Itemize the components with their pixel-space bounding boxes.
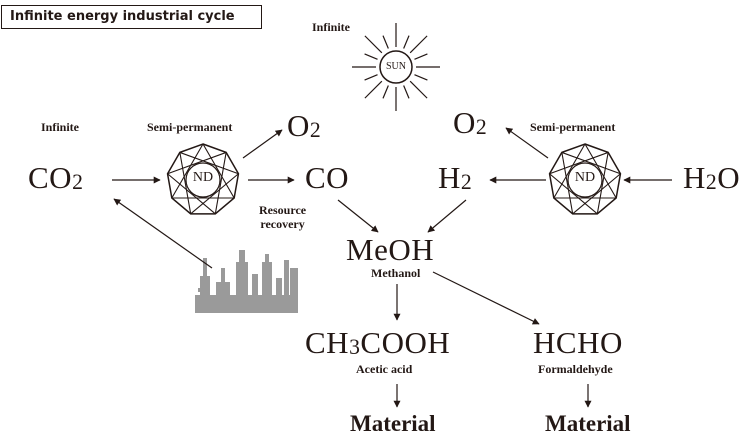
- nd-chord: [214, 152, 227, 214]
- material-right: Material: [545, 411, 631, 436]
- label-acetic-acid: Acetic acid: [356, 362, 413, 376]
- sun-ray: [364, 35, 383, 54]
- nd-catalyst-icon-left: [166, 143, 240, 215]
- label-formaldehyde: Formaldehyde: [538, 362, 613, 376]
- sun-ray: [382, 85, 389, 99]
- sun-ray: [409, 80, 428, 99]
- nd-chord: [584, 143, 617, 199]
- nd-center: [567, 162, 603, 198]
- compound-hcho: HCHO: [533, 325, 623, 360]
- nd-chord: [190, 173, 239, 215]
- label-methanol: Methanol: [371, 266, 421, 280]
- arrow-co-to-meoh: [337, 199, 379, 233]
- compound-meoh: MeOH: [346, 232, 435, 267]
- nd-chord: [202, 143, 235, 199]
- sun-ray: [403, 35, 410, 49]
- nd-chord: [561, 151, 621, 175]
- nd-label-right: ND: [574, 170, 596, 185]
- sun-ray: [382, 35, 389, 49]
- label-infinite-co2: Infinite: [41, 120, 80, 134]
- label-infinite-sun: Infinite: [312, 20, 351, 34]
- diagram-title: Infinite energy industrial cycle: [1, 5, 262, 29]
- nd-chord: [167, 173, 216, 215]
- nd-chord: [179, 151, 239, 175]
- compound-o2-left: O2: [287, 108, 322, 143]
- nd-chord: [553, 143, 586, 199]
- nd-center: [185, 162, 221, 198]
- compound-co2: CO2: [28, 160, 84, 195]
- label-semi-permanent-left: Semi-permanent: [147, 120, 233, 134]
- nd-chord: [171, 143, 204, 199]
- nd-chord: [167, 151, 227, 175]
- label-semi-permanent-right: Semi-permanent: [530, 120, 616, 134]
- nd-chord: [561, 152, 574, 214]
- arrow-nd-to-o2: [242, 129, 283, 159]
- sun-ray: [409, 35, 428, 54]
- nd-label-left: ND: [192, 170, 214, 185]
- compound-h2: H2: [438, 160, 473, 195]
- compound-h2o: H2O: [683, 160, 741, 195]
- material-left: Material: [350, 411, 436, 436]
- nd-chord: [549, 173, 598, 215]
- sun-ray: [414, 74, 428, 81]
- sun-ray: [364, 74, 378, 81]
- arrow-h2-to-meoh: [427, 199, 467, 233]
- sun-ray: [414, 53, 428, 60]
- compound-o2-right: O2: [453, 105, 488, 140]
- label-resource-recovery: Resource recovery: [259, 203, 307, 231]
- sun-ray: [403, 85, 410, 99]
- compound-acetic-acid: CH3COOH: [305, 325, 451, 360]
- sun-ray: [364, 80, 383, 99]
- arrow-meoh-to-hcho: [432, 271, 540, 325]
- nd-chord: [596, 152, 609, 214]
- sun-label: SUN: [385, 61, 406, 72]
- sun-icon: [352, 23, 440, 111]
- nd-catalyst-icon-right: [548, 143, 622, 215]
- nd-chord: [549, 151, 609, 175]
- arrow-factory-to-co2: [113, 198, 213, 269]
- factory-icon: [195, 250, 298, 313]
- arrow-nd-to-o2-right: [505, 127, 549, 159]
- compound-co: CO: [305, 160, 350, 195]
- nd-chord: [179, 152, 192, 214]
- nd-chord: [572, 173, 621, 215]
- flow-arrows: [112, 127, 672, 408]
- sun-ray: [364, 53, 378, 60]
